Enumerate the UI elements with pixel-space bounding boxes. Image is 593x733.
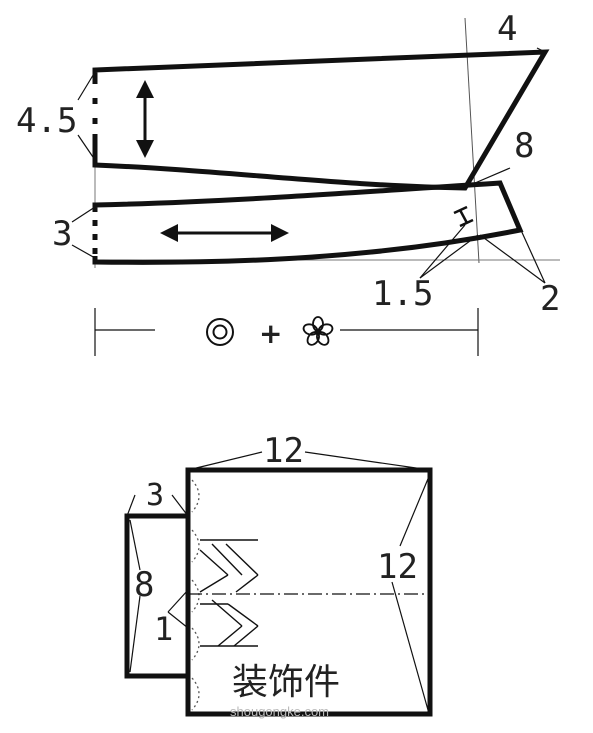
band-height-label: 3 (52, 214, 72, 254)
scalloped-edge (191, 479, 200, 711)
decoration-leader-lines (126, 451, 431, 711)
vertical-guide-line (464, 17, 480, 264)
grain-horizontal-arrow (160, 224, 289, 242)
collar-pattern: 4.5 3 4 8 1.5 2 + (16, 9, 560, 356)
stand-height-label: 4.5 (16, 101, 77, 141)
tab-width-label: 3 (146, 478, 164, 513)
decoration-pattern: 12 12 3 8 1 装饰件 shougongke.com (124, 431, 433, 719)
plus-sign: + (259, 317, 282, 350)
pleat-chevrons (199, 539, 259, 647)
flower-icon (302, 316, 334, 346)
right-slope-label: 8 (514, 126, 534, 166)
top-right-label: 4 (497, 9, 517, 49)
collar-leader-lines (71, 47, 546, 284)
collar-stand-outline (92, 49, 550, 191)
decoration-caption: 装饰件 (232, 662, 340, 703)
concentric-circle-icon (206, 318, 234, 346)
watermark: shougongke.com (230, 704, 329, 719)
collar-band-outline (92, 180, 524, 265)
grain-vertical-arrow (136, 80, 154, 158)
offset-marker (453, 205, 474, 228)
right-height-label: 12 (377, 547, 418, 587)
tab-height-label: 8 (134, 565, 154, 605)
fold-label: 1 (154, 610, 173, 648)
offset-small-label: 1.5 (372, 274, 433, 314)
offset-right-label: 2 (540, 279, 560, 319)
width-measure-line (94, 308, 479, 356)
main-panel-outline (185, 467, 433, 717)
tab-outline (124, 513, 188, 679)
top-width-label: 12 (263, 431, 304, 471)
